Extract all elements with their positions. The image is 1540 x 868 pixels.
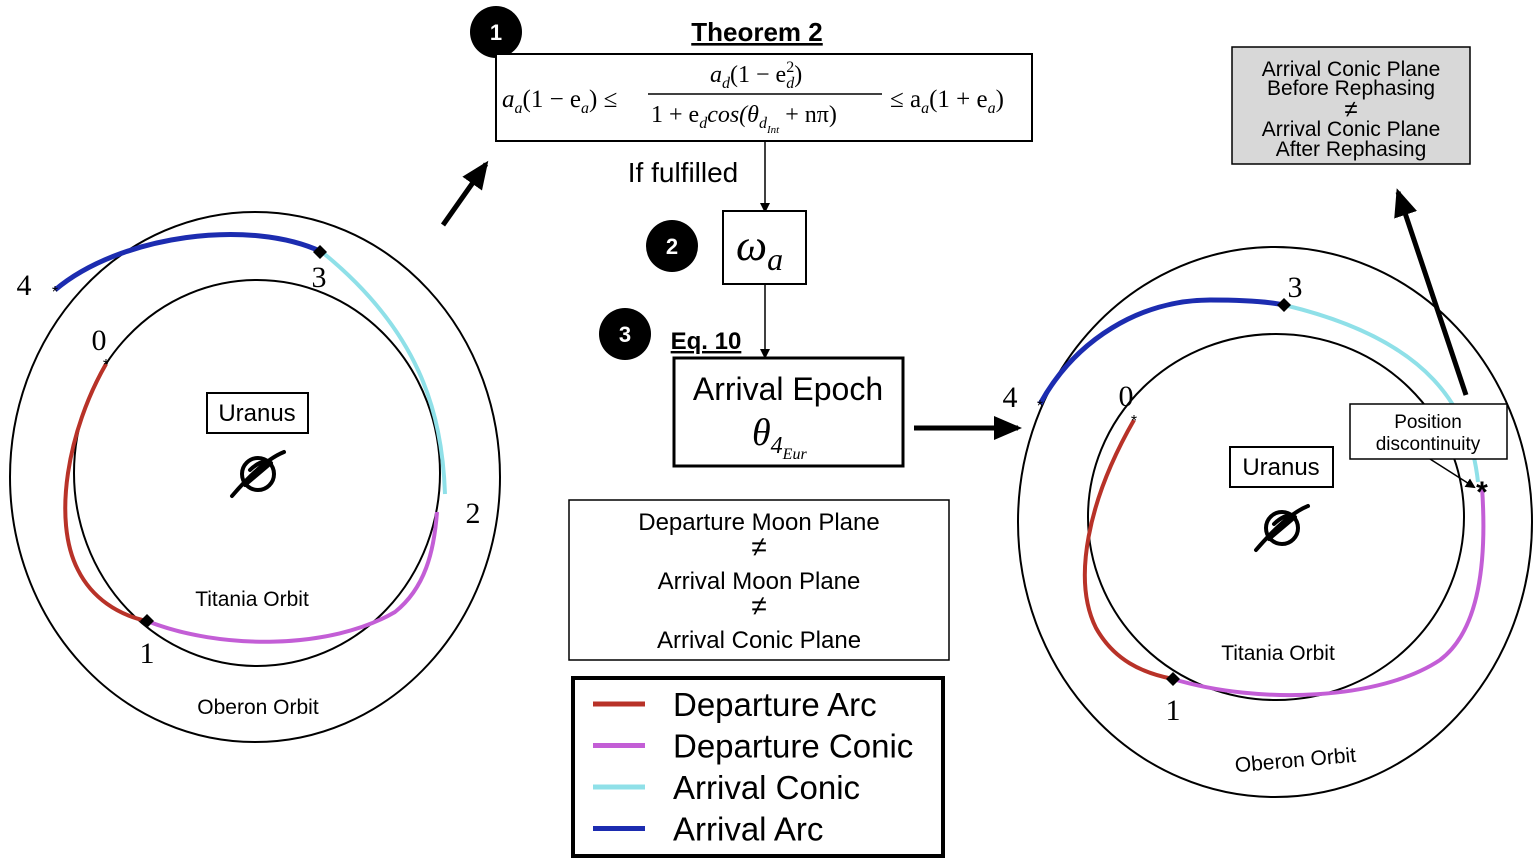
- planes-line-1: Departure Moon Plane: [638, 509, 879, 536]
- right-point-4-label: 4: [1003, 381, 1018, 414]
- step-1-number: 1: [490, 20, 502, 45]
- theorem-denominator: 1 + edcos(θdInt + nπ): [651, 102, 837, 136]
- left-uranus-label: Uranus: [218, 400, 295, 427]
- omega-box: [722, 210, 807, 285]
- theorem-title: Theorem 2: [691, 17, 823, 47]
- left-arrival-arc: [53, 232, 324, 292]
- right-point-0-marker: *: [1131, 413, 1137, 430]
- discontinuity-line-2: discontinuity: [1376, 434, 1481, 455]
- left-departure-arc: [63, 363, 148, 623]
- eq-10-label: Eq. 10: [671, 328, 742, 355]
- arrow-to-theorem: [440, 160, 489, 227]
- arrival-epoch-step: 3 Eq. 10 Arrival Epoch θ4Eur: [599, 308, 905, 468]
- omega-symbol: ωa: [736, 221, 783, 277]
- arrival-epoch-label: Arrival Epoch: [693, 371, 883, 407]
- discontinuity-label-box: [1349, 403, 1508, 460]
- planes-line-2: Arrival Moon Plane: [658, 568, 861, 595]
- right-inner-orbit-label: Titania Orbit: [1221, 642, 1335, 665]
- theorem-lhs: aa(1 − ea) ≤: [502, 86, 617, 117]
- right-point-1-marker: [1166, 672, 1180, 686]
- step-1-badge: [470, 6, 522, 58]
- right-point-4-marker: *: [1037, 398, 1043, 415]
- left-outer-orbit: [9, 211, 501, 743]
- rephasing-line-1: Arrival Conic Plane: [1262, 58, 1441, 81]
- left-point-0-marker: *: [103, 357, 109, 374]
- left-point-0-label: 0: [92, 324, 107, 357]
- left-outer-orbit-label: Oberon Orbit: [197, 696, 319, 719]
- rephasing-line-4: After Rephasing: [1276, 138, 1427, 161]
- right-point-3-label: 3: [1288, 271, 1303, 304]
- left-point-4-label: 4: [17, 269, 32, 302]
- right-inner-orbit: [1087, 333, 1465, 701]
- right-uranus-label: Uranus: [1242, 454, 1319, 481]
- left-planet-icon: [230, 450, 286, 498]
- left-arrival-conic: [320, 250, 447, 495]
- theorem-rhs: ≤ aa(1 + ea): [890, 86, 1004, 117]
- left-point-3-marker: [313, 245, 327, 259]
- theta-symbol: θ4Eur: [752, 412, 807, 463]
- right-discontinuity-marker: *: [1476, 476, 1488, 509]
- rephasing-neq: ≠: [1344, 96, 1357, 123]
- right-arrival-arc: [1037, 297, 1285, 406]
- planes-box-border: [568, 499, 950, 661]
- arrival-epoch-box: [672, 356, 905, 468]
- left-inner-orbit-label: Titania Orbit: [195, 588, 309, 611]
- rephasing-line-3: Arrival Conic Plane: [1262, 118, 1441, 141]
- step-2-badge: [646, 220, 698, 272]
- left-uranus-label-box: [206, 392, 309, 434]
- rephasing-line-2: Before Rephasing: [1267, 77, 1435, 100]
- right-point-3-marker: [1277, 298, 1291, 312]
- right-orbit-diagram: * * * 0 1 3 4 Uranus Titania Orbit Obero…: [1003, 246, 1533, 798]
- legend-label: Arrival Arc: [673, 811, 823, 848]
- rephasing-box-border: [1231, 46, 1471, 165]
- left-orbit-diagram: * * 0 1 2 3 4 Uranus Titania Orbit Obero…: [9, 211, 501, 743]
- left-point-2-label: 2: [466, 497, 481, 530]
- legend-label: Arrival Conic: [673, 769, 860, 806]
- right-point-0-label: 0: [1119, 380, 1134, 413]
- arrow-discontinuity-pointer: [1429, 458, 1476, 489]
- legend-border: [571, 676, 945, 858]
- right-point-1-label: 1: [1166, 694, 1181, 727]
- planes-neq-1: ≠: [751, 531, 766, 562]
- theorem-box: [495, 53, 1033, 142]
- right-outer-orbit: [1017, 246, 1533, 798]
- arrow-to-rephasing-box: [1394, 188, 1469, 396]
- right-departure-conic: [1172, 486, 1486, 698]
- legend-label: Departure Conic: [673, 728, 913, 765]
- omega-step: 2 ωa: [646, 210, 807, 285]
- left-point-3-label: 3: [312, 261, 327, 294]
- discontinuity-line-1: Position: [1394, 412, 1462, 433]
- step-2-number: 2: [666, 234, 678, 259]
- rephasing-box: Arrival Conic Plane Before Rephasing ≠ A…: [1231, 46, 1471, 165]
- right-planet-icon: [1254, 504, 1310, 552]
- right-uranus-label-box: [1229, 446, 1334, 488]
- left-departure-conic: [146, 511, 439, 644]
- planes-neq-2: ≠: [751, 590, 766, 621]
- left-point-1-label: 1: [140, 637, 155, 670]
- left-point-1-marker: [140, 614, 154, 628]
- right-departure-arc: [1082, 419, 1174, 681]
- planes-box: Departure Moon Plane ≠ Arrival Moon Plan…: [568, 499, 950, 661]
- step-3-number: 3: [619, 322, 631, 347]
- step-3-badge: [599, 308, 651, 360]
- planes-line-3: Arrival Conic Plane: [657, 627, 861, 654]
- left-point-4-marker: *: [52, 284, 58, 301]
- left-inner-orbit: [73, 279, 441, 667]
- if-fulfilled-label: If fulfilled: [628, 157, 739, 188]
- legend-label: Departure Arc: [673, 686, 877, 723]
- right-outer-orbit-label: Oberon Orbit: [1234, 744, 1357, 778]
